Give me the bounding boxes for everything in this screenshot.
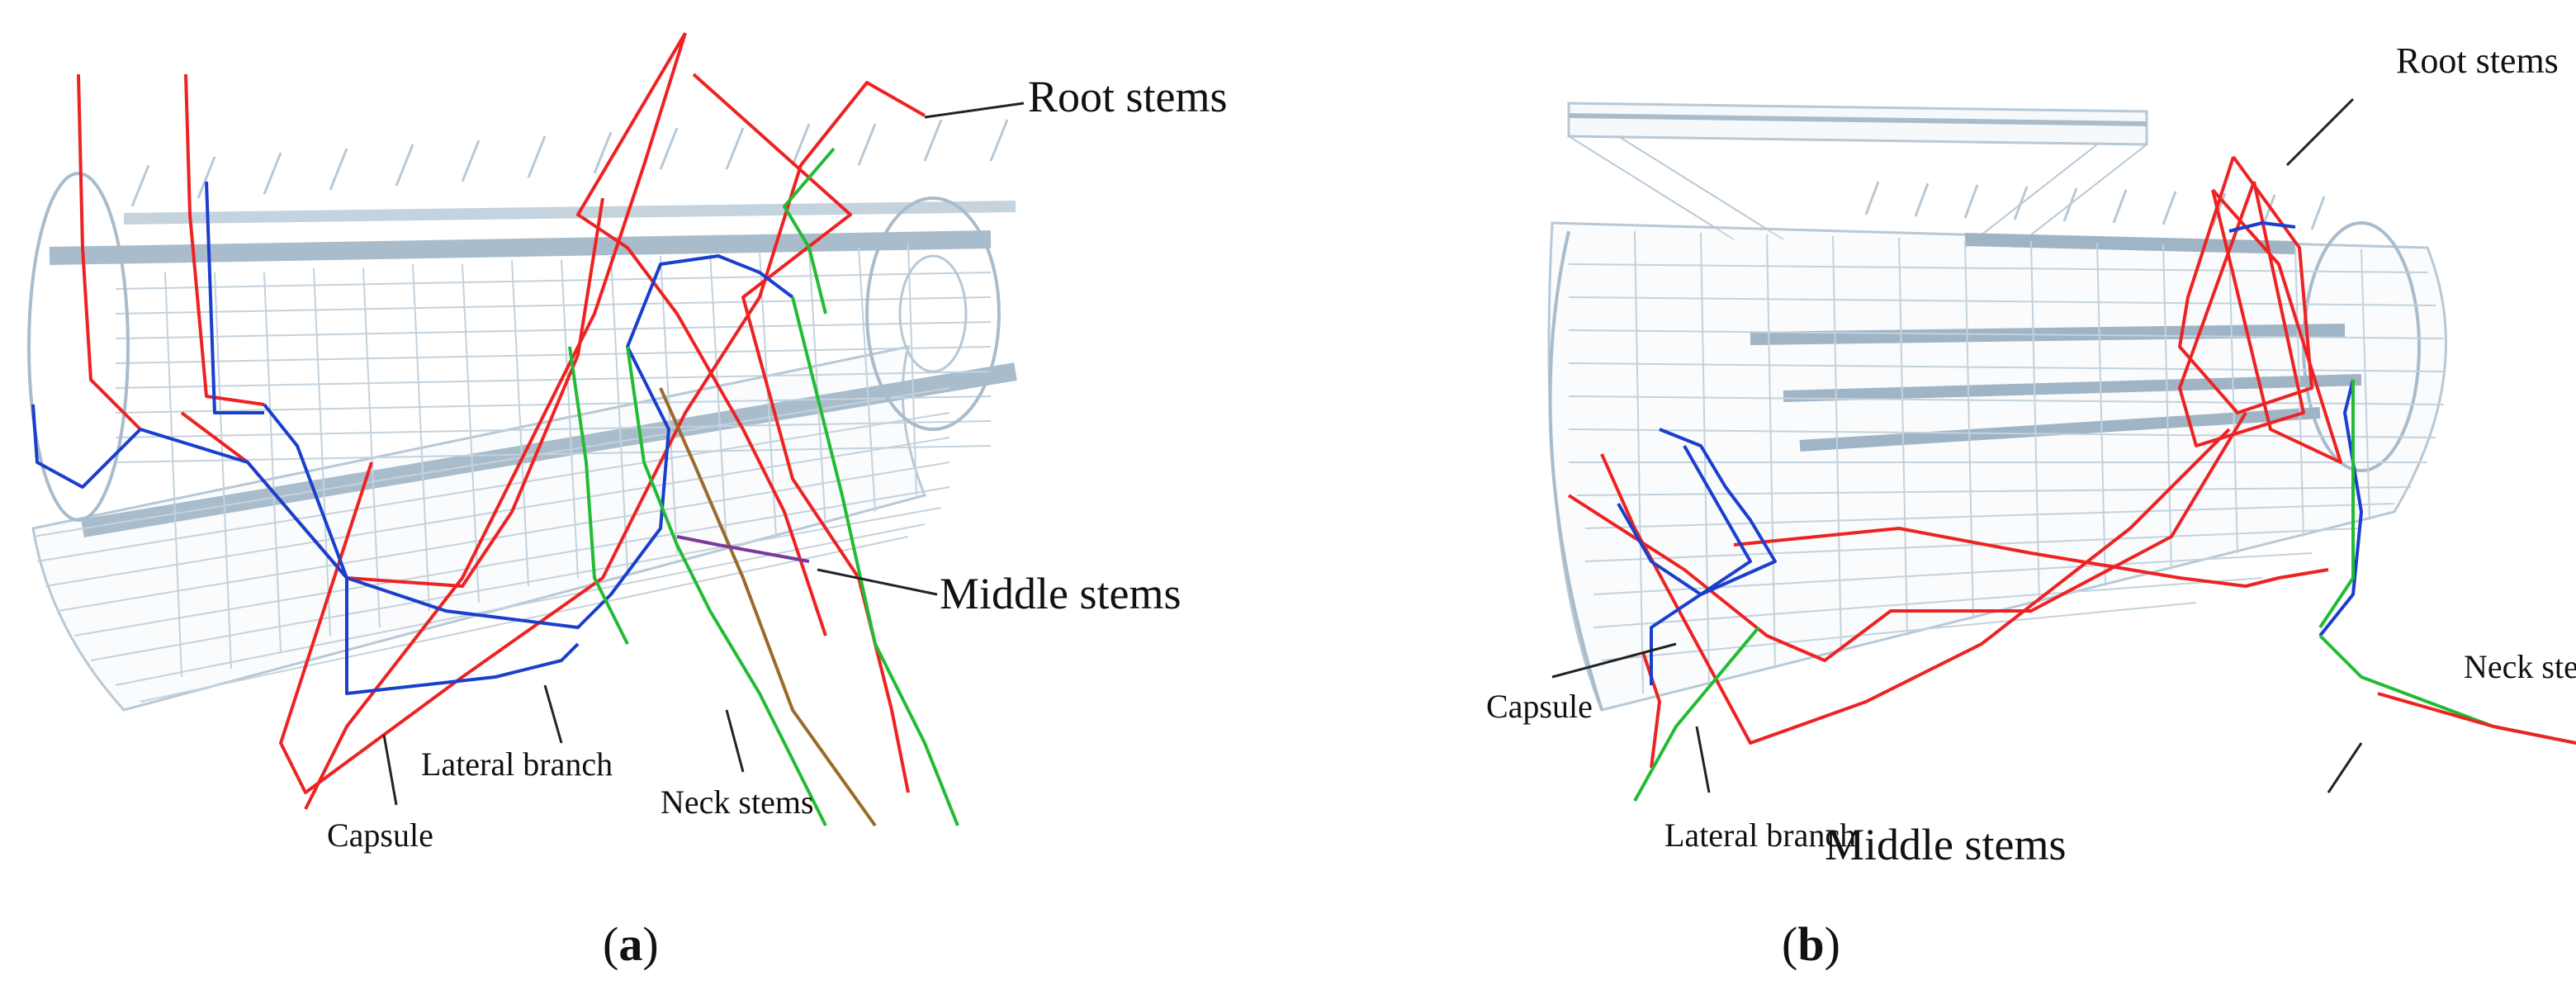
neck-stem-trace xyxy=(783,147,836,315)
root-stem-trace xyxy=(1641,651,1661,769)
panel-a-illustration xyxy=(27,31,1025,827)
caption-a-letter: a xyxy=(618,917,643,971)
caption-a: (a) xyxy=(603,917,659,971)
lateral-branch-trace xyxy=(2318,379,2363,637)
leader-lines xyxy=(382,102,1025,806)
root-stem-trace xyxy=(279,81,926,794)
panel-a: Root stems Middle stems Lateral branch N… xyxy=(27,31,1228,971)
neck-stem-trace xyxy=(2228,221,2296,233)
label-capsule: Capsule xyxy=(327,816,433,854)
stem-traces xyxy=(31,31,959,827)
neck-stem-trace xyxy=(2318,380,2355,629)
neck-stem-trace xyxy=(568,346,629,645)
label-middle-stems: Middle stems xyxy=(1825,820,2067,869)
root-stem-trace xyxy=(576,31,827,637)
lateral-branch-trace xyxy=(31,404,142,489)
stem-traces xyxy=(1567,155,2576,802)
panel-b-illustration xyxy=(1547,97,2576,802)
label-root-stems: Root stems xyxy=(1028,72,1228,121)
root-stem-trace xyxy=(2178,155,2313,414)
neck-stem-trace xyxy=(676,535,810,563)
caption-b-letter: b xyxy=(1797,917,1825,971)
root-stem-trace xyxy=(1733,527,2329,588)
label-lateral-branch: Lateral branch xyxy=(1664,816,1857,854)
label-capsule: Capsule xyxy=(1486,688,1593,725)
root-stem-trace xyxy=(2178,181,2305,447)
lateral-branch-trace xyxy=(1650,445,1752,685)
threshing-drum-wireframe xyxy=(1547,102,2447,712)
lateral-branch-trace xyxy=(263,403,580,695)
root-stem-trace xyxy=(304,32,687,810)
lateral-branch-trace xyxy=(1617,428,1777,596)
neck-stem-trace xyxy=(626,346,827,826)
leader-lines xyxy=(1551,97,2363,793)
label-root-stems: Root stems xyxy=(2396,40,2559,81)
neck-stem-trace xyxy=(791,296,959,826)
root-stem-trace xyxy=(1600,428,2231,745)
middle-stem-trace xyxy=(2377,692,2576,746)
lateral-branch-trace xyxy=(205,181,264,414)
neck-stem-trace xyxy=(659,387,877,827)
caption-b: (b) xyxy=(1782,917,1840,971)
label-lateral-branch: Lateral branch xyxy=(421,746,613,783)
label-middle-stems: Middle stems xyxy=(940,569,1181,618)
label-neck-stems: Neck stems xyxy=(2464,648,2576,685)
label-neck-stems: Neck stems xyxy=(661,783,814,821)
lateral-branch-trace xyxy=(1633,626,1760,802)
root-stem-trace xyxy=(692,73,910,793)
panel-b: Root stems Neck stems Capsule Lateral br… xyxy=(1288,0,2576,994)
root-stem-trace xyxy=(77,73,142,431)
root-stem-trace xyxy=(184,73,265,406)
root-stem-trace xyxy=(2211,188,2342,464)
root-stem-trace xyxy=(1567,411,2247,662)
